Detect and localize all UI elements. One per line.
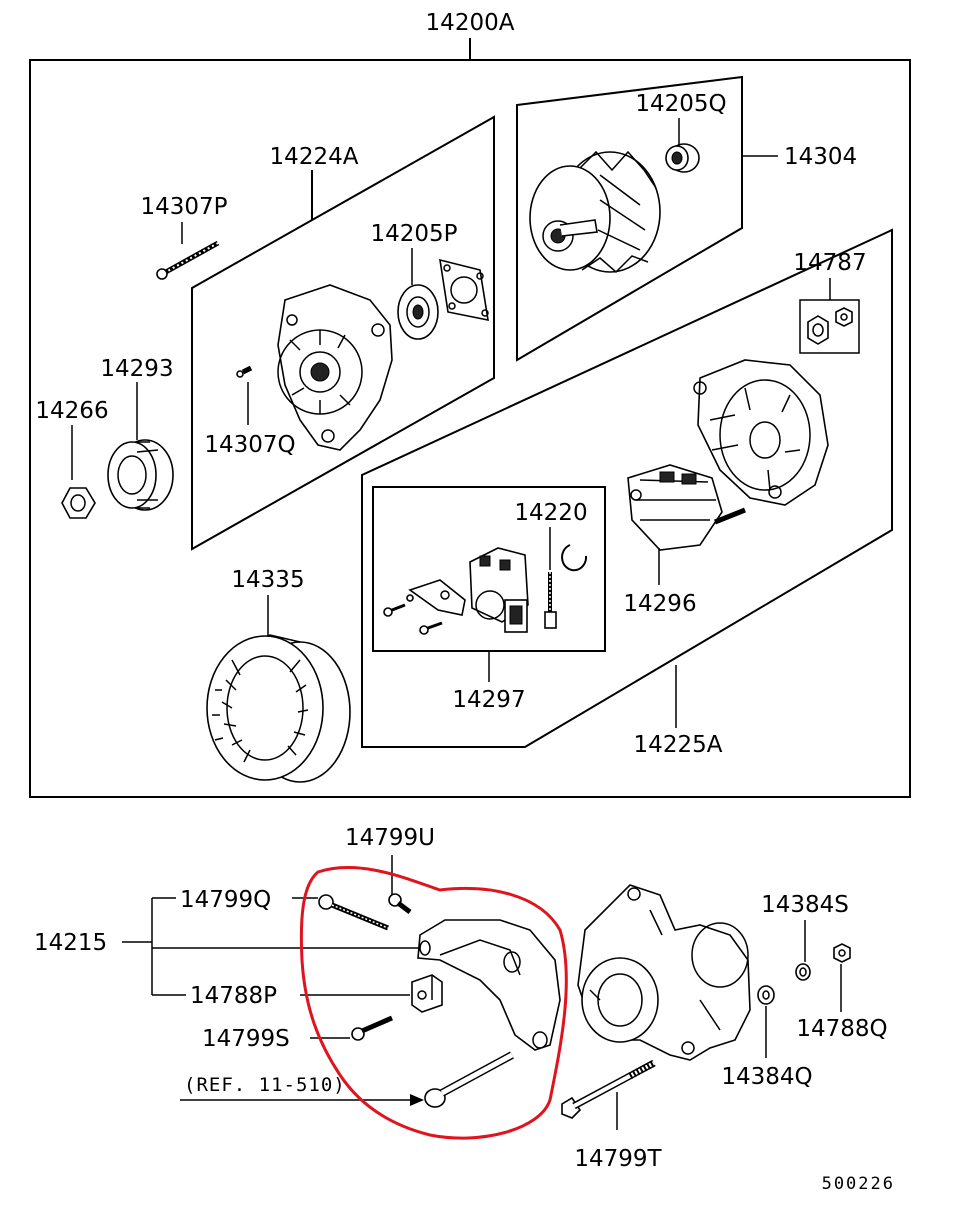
snap-ring [561, 544, 588, 572]
label-14215: 14215 [34, 930, 107, 956]
long-pin [424, 1051, 514, 1108]
bearing-14205P [397, 284, 439, 340]
stator-14335 [206, 634, 351, 783]
front-housing-box [191, 115, 495, 551]
rear-housing [693, 359, 829, 506]
label-14293: 14293 [100, 356, 173, 382]
alternator-assembly [577, 884, 751, 1061]
pulley-14293 [107, 439, 174, 511]
reference-note: (REF. 11-510) [184, 1074, 346, 1096]
label-14225A: 14225A [634, 732, 723, 758]
label-14220: 14220 [514, 500, 587, 526]
screw-14307Q [236, 365, 253, 378]
rear-housing-box [361, 228, 893, 748]
label-14799U: 14799U [345, 825, 435, 851]
rectifier-14296 [627, 464, 746, 551]
label-14266: 14266 [35, 398, 108, 424]
long-bolt-14307P [156, 240, 220, 280]
label-14788Q: 14788Q [796, 1016, 887, 1042]
terminal-nuts [807, 307, 853, 345]
label-14799S: 14799S [202, 1026, 290, 1052]
label-14307P: 14307P [140, 194, 227, 220]
bolt-14799S [351, 1015, 393, 1041]
label-14799T: 14799T [574, 1146, 662, 1172]
label-14307Q: 14307Q [204, 432, 295, 458]
label-14788P: 14788P [190, 983, 277, 1009]
rotor-box [516, 75, 743, 362]
bearing-14205Q [665, 143, 700, 173]
nut-block-14788P [411, 974, 443, 1013]
spring-washer-14384S [795, 963, 811, 981]
label-14787: 14787 [793, 250, 866, 276]
bracket-plate [417, 919, 561, 1051]
label-14205P: 14205P [370, 221, 457, 247]
label-14384Q: 14384Q [721, 1064, 812, 1090]
brush-14220 [544, 572, 557, 629]
label-14200A: 14200A [426, 10, 515, 36]
regulator-14297 [383, 547, 529, 635]
label-14799Q: 14799Q [180, 887, 271, 913]
front-housing [277, 284, 393, 451]
nut-14788Q [833, 943, 851, 963]
diagram-code: 500226 [822, 1174, 895, 1194]
terminal-box [799, 299, 860, 354]
red-highlight-outline [299, 866, 568, 1140]
label-14384S: 14384S [761, 892, 849, 918]
bolt-14799U [388, 893, 412, 914]
reference-arrowhead [410, 1094, 424, 1106]
label-14304: 14304 [784, 144, 857, 170]
retainer-plate [439, 258, 489, 322]
flat-washer-14384Q [757, 985, 775, 1005]
label-14205Q: 14205Q [635, 91, 726, 117]
label-14224A: 14224A [270, 144, 359, 170]
long-bolt-14799Q [318, 894, 389, 931]
rotor [529, 150, 661, 274]
long-bolt-14799T [561, 1059, 656, 1119]
label-14296: 14296 [623, 591, 696, 617]
label-14335: 14335 [231, 567, 304, 593]
label-14297: 14297 [452, 687, 525, 713]
nut-14266 [61, 487, 96, 519]
